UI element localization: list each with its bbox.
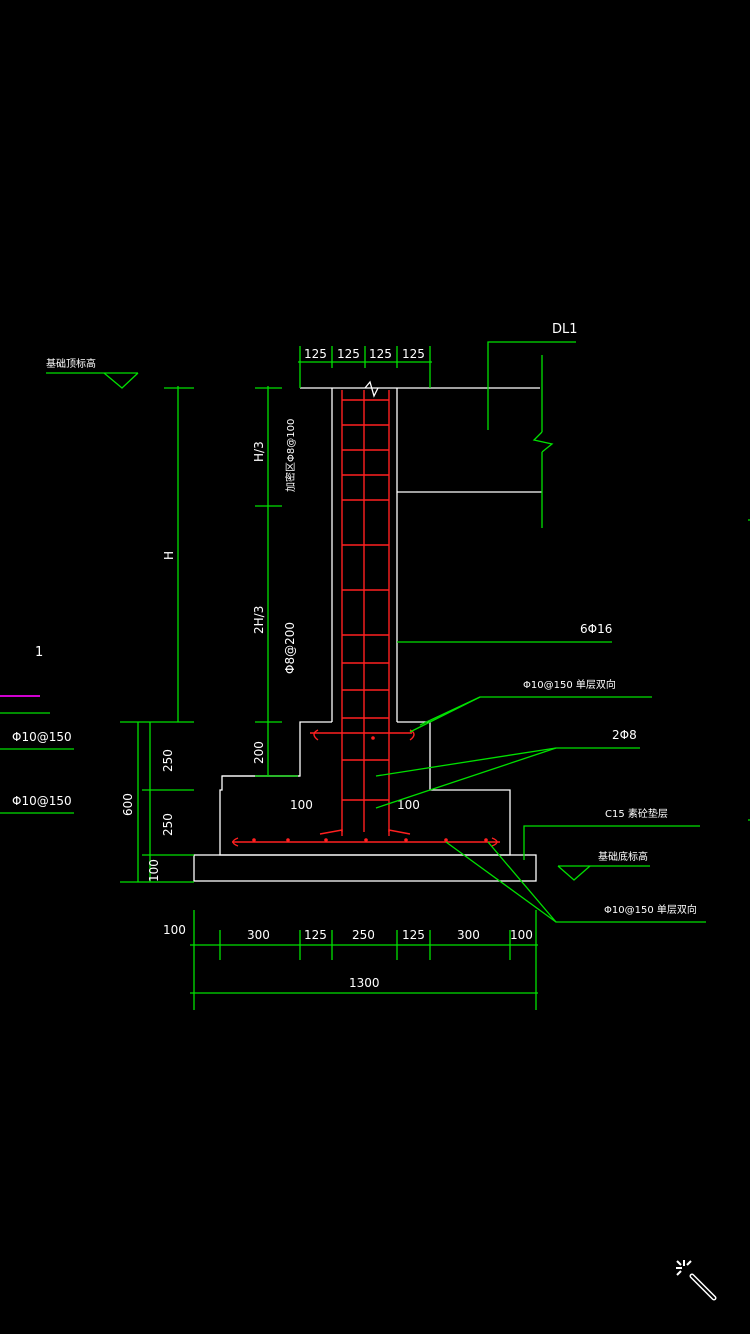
inner-dim-H3: H/3 xyxy=(252,441,266,462)
leader-cushion xyxy=(523,825,700,860)
inner-dim-2H3: 2H/3 xyxy=(252,606,266,634)
left-dim-100: 100 xyxy=(147,859,161,882)
bottom-dim-7: 100 xyxy=(510,928,533,942)
bottom-dimension-chain xyxy=(190,910,538,1010)
top-dimension-chain xyxy=(298,346,432,388)
top-dim-3: 125 xyxy=(369,347,392,361)
bottom-dim-4: 250 xyxy=(352,928,375,942)
offset-right: 100 xyxy=(397,798,420,812)
left-dim-H: H xyxy=(162,551,176,560)
offset-left: 100 xyxy=(290,798,313,812)
bottom-dim-3: 125 xyxy=(304,928,327,942)
magic-wand-icon xyxy=(676,1260,717,1301)
left-dim-250a: 250 xyxy=(161,749,175,772)
callout-main-bars: 6Φ16 xyxy=(580,622,612,636)
left-dim-250b: 250 xyxy=(161,813,175,836)
left-section-number: 1 xyxy=(35,645,43,660)
ground-label-right: 基础底标高 xyxy=(598,850,648,863)
callout-step-mesh: Φ10@150 单层双向 xyxy=(523,678,616,691)
leader-tie-2 xyxy=(375,747,557,809)
bottom-dim-1: 100 xyxy=(163,923,186,937)
callout-tie: 2Φ8 xyxy=(612,728,637,742)
column-rebar-cage xyxy=(232,390,500,847)
leader-tie xyxy=(375,747,640,777)
left-dim-total: 600 xyxy=(121,793,135,816)
beam-tag-leader xyxy=(487,341,576,430)
top-dim-4: 125 xyxy=(402,347,425,361)
leader-step-mesh-2 xyxy=(419,696,481,726)
left-label-1: Φ10@150 xyxy=(12,730,72,744)
beam-break xyxy=(532,431,554,453)
beam-tag: DL1 xyxy=(552,322,578,337)
stirrup-rest-label: Φ8@200 xyxy=(283,622,297,674)
top-dim-1: 125 xyxy=(304,347,327,361)
magic-wand-button[interactable] xyxy=(672,1256,722,1306)
leader-base-mesh-2 xyxy=(487,841,557,923)
top-dim-2: 125 xyxy=(337,347,360,361)
left-label-2: Φ10@150 xyxy=(12,794,72,808)
total-width: 1300 xyxy=(349,976,380,990)
callout-cushion: C15 素砼垫层 xyxy=(605,807,668,820)
bottom-dim-2: 300 xyxy=(247,928,270,942)
stirrup-top-label: 加密区Φ8@100 xyxy=(284,419,297,492)
ground-label-left: 基础顶标高 xyxy=(46,357,96,370)
leader-step-mesh xyxy=(409,696,652,733)
foundation-outline xyxy=(193,380,542,882)
bottom-dim-6: 300 xyxy=(457,928,480,942)
level-triangle-left xyxy=(103,372,139,389)
bottom-dim-5: 125 xyxy=(402,928,425,942)
left-dimension-chain xyxy=(120,386,298,883)
callout-base-mesh: Φ10@150 单层双向 xyxy=(604,903,697,916)
level-triangle-right xyxy=(557,865,591,881)
inner-dim-200: 200 xyxy=(252,741,266,764)
